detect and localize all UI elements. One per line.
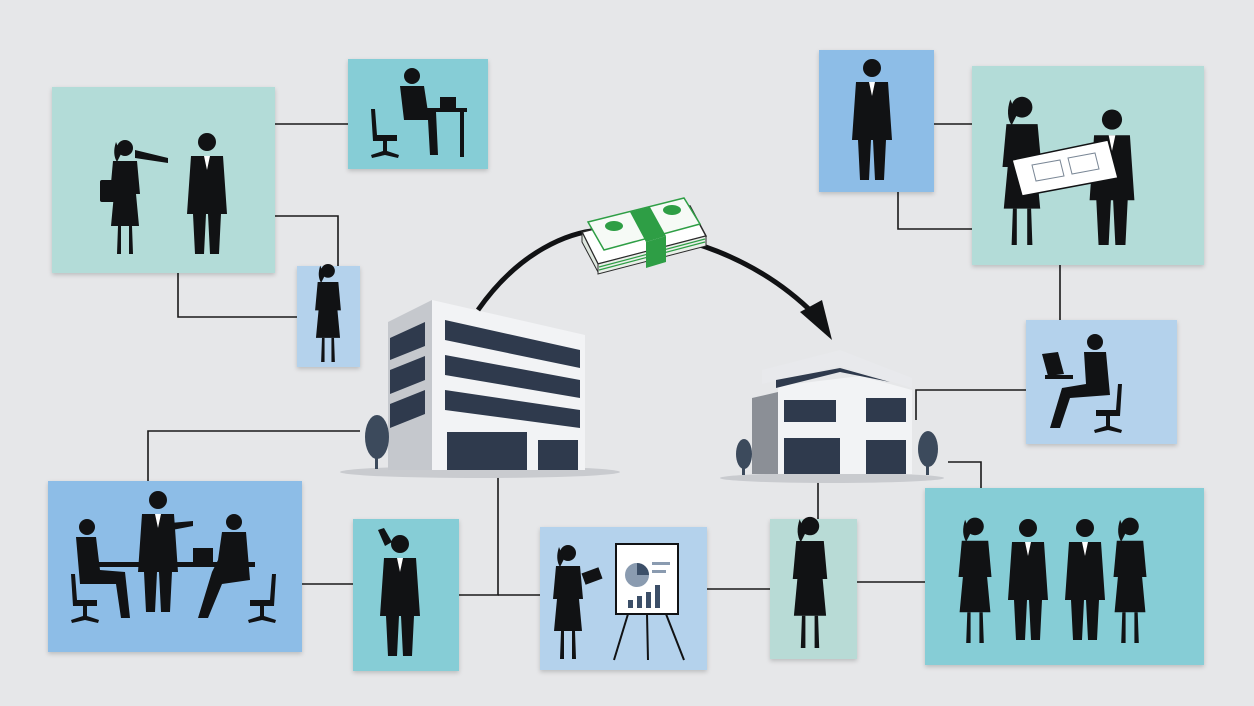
office-building-large-icon — [340, 300, 620, 478]
standing-man-panel — [819, 50, 934, 192]
tree-icon — [918, 431, 938, 475]
desk-worker-icon — [371, 68, 467, 158]
office-building-small-icon — [720, 350, 944, 483]
connector-line — [147, 430, 360, 481]
connector-line — [897, 192, 972, 230]
money-stack-icon — [580, 197, 708, 275]
phone-call-panel — [353, 519, 459, 671]
blueprint-panel — [972, 66, 1204, 265]
laptop-worker-icon — [1042, 334, 1122, 433]
meeting-icon — [71, 491, 276, 623]
presentation-icon — [553, 543, 685, 661]
presentation-panel — [540, 527, 707, 670]
handshake-icon — [100, 133, 227, 254]
blueprint-icon — [1002, 96, 1135, 245]
connector-lines — [147, 123, 1061, 596]
connector-line — [948, 461, 982, 488]
group-panel — [925, 488, 1204, 665]
tree-icon — [365, 415, 389, 469]
meeting-table-panel — [48, 481, 302, 652]
handshake-panel — [52, 87, 275, 273]
connector-line — [177, 273, 297, 318]
standing-woman-panel — [297, 263, 360, 367]
connector-line — [459, 475, 499, 596]
desk-worker-panel — [348, 59, 488, 169]
thinking-woman-panel — [770, 516, 857, 659]
tree-icon — [736, 439, 752, 475]
phone-call-icon — [378, 528, 420, 656]
connector-line — [275, 215, 339, 266]
chart-easel-icon — [613, 543, 685, 661]
laptop-worker-panel — [1026, 320, 1177, 444]
connector-line — [915, 389, 1026, 420]
